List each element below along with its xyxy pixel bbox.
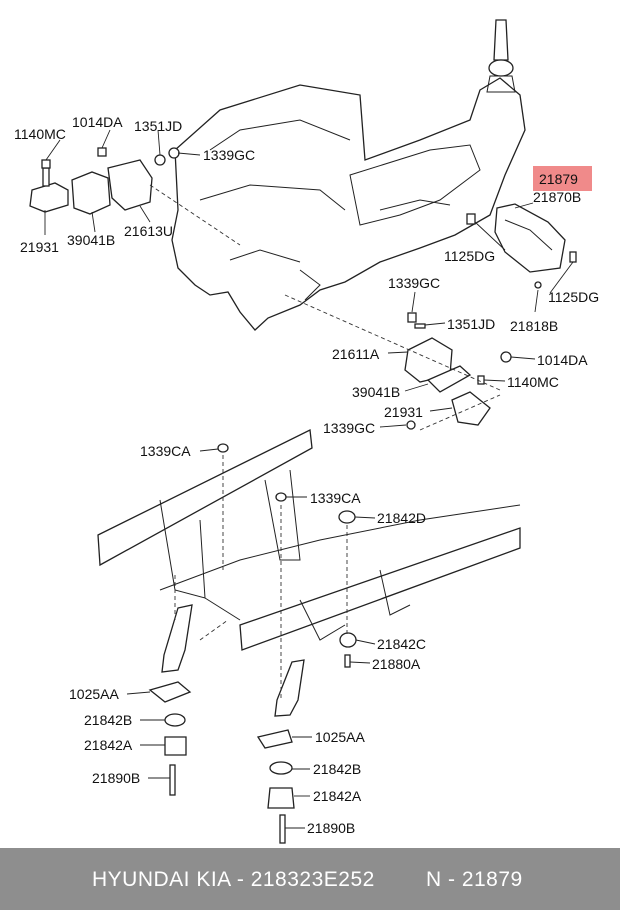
left-mount-assembly — [29, 147, 180, 215]
part-label-39041b: 39041B — [67, 232, 116, 248]
leader-lines — [44, 129, 574, 829]
part-label-21842a: 21842A — [313, 788, 362, 804]
part-label-1339ca: 1339CA — [140, 443, 191, 459]
part-label-1125dg: 1125DG — [444, 248, 496, 264]
part-label-1351jd: 1351JD — [134, 118, 183, 134]
part-label-21613u: 21613U — [124, 223, 174, 239]
part-label-39041b: 39041B — [352, 384, 401, 400]
transmission-housing — [171, 77, 526, 331]
part-label-21842b: 21842B — [313, 761, 362, 777]
body-mount-stacks — [148, 443, 357, 844]
part-label-1339gc: 1339GC — [388, 275, 441, 291]
part-label-21842b: 21842B — [84, 712, 133, 728]
highlight-box — [533, 166, 592, 191]
parts-diagram: 1140MC 1014DA 1351JD 1339GC 21931 39041B… — [14, 19, 600, 844]
part-label-1351jd: 1351JD — [447, 316, 496, 332]
part-label-21611a: 21611A — [332, 346, 380, 362]
part-label-21890b: 21890B — [92, 770, 141, 786]
part-label-21931: 21931 — [384, 404, 423, 420]
part-label-21870b: 21870B — [533, 189, 582, 205]
part-label-21842c: 21842C — [377, 636, 427, 652]
part-label-21880a: 21880A — [372, 656, 421, 672]
shift-lever — [486, 19, 516, 93]
connection-lines — [149, 184, 501, 700]
part-label-21879: 21879 — [539, 171, 578, 187]
part-label-21931: 21931 — [20, 239, 59, 255]
middle-mount-assembly — [404, 312, 512, 430]
part-label-1339ca: 1339CA — [310, 490, 361, 506]
chassis-frame — [97, 429, 521, 651]
part-label-1140mc: 1140MC — [507, 374, 559, 390]
part-label-1125dg: 1125DG — [548, 289, 600, 305]
part-label-21842a: 21842A — [84, 737, 133, 753]
part-label-1014da: 1014DA — [72, 114, 123, 130]
footer-part-number: N - 21879 — [426, 868, 523, 891]
part-label-21842d: 21842D — [377, 510, 427, 526]
part-label-1339gc: 1339GC — [323, 420, 376, 436]
part-label-21890b: 21890B — [307, 820, 356, 836]
part-label-1339gc: 1339GC — [203, 147, 256, 163]
footer-bar: HYUNDAI KIA - 218323E252 N - 21879 — [0, 848, 620, 910]
part-label-1025aa: 1025AA — [69, 686, 119, 702]
part-label-1014da: 1014DA — [537, 352, 588, 368]
footer-brand: HYUNDAI KIA - 218323E252 — [92, 868, 375, 891]
part-label-21818b: 21818B — [510, 318, 559, 334]
right-mount-assembly — [466, 203, 577, 289]
part-label-1025aa: 1025AA — [315, 729, 365, 745]
part-label-1140mc: 1140MC — [14, 126, 66, 142]
exploded-view-drawing — [29, 19, 577, 844]
